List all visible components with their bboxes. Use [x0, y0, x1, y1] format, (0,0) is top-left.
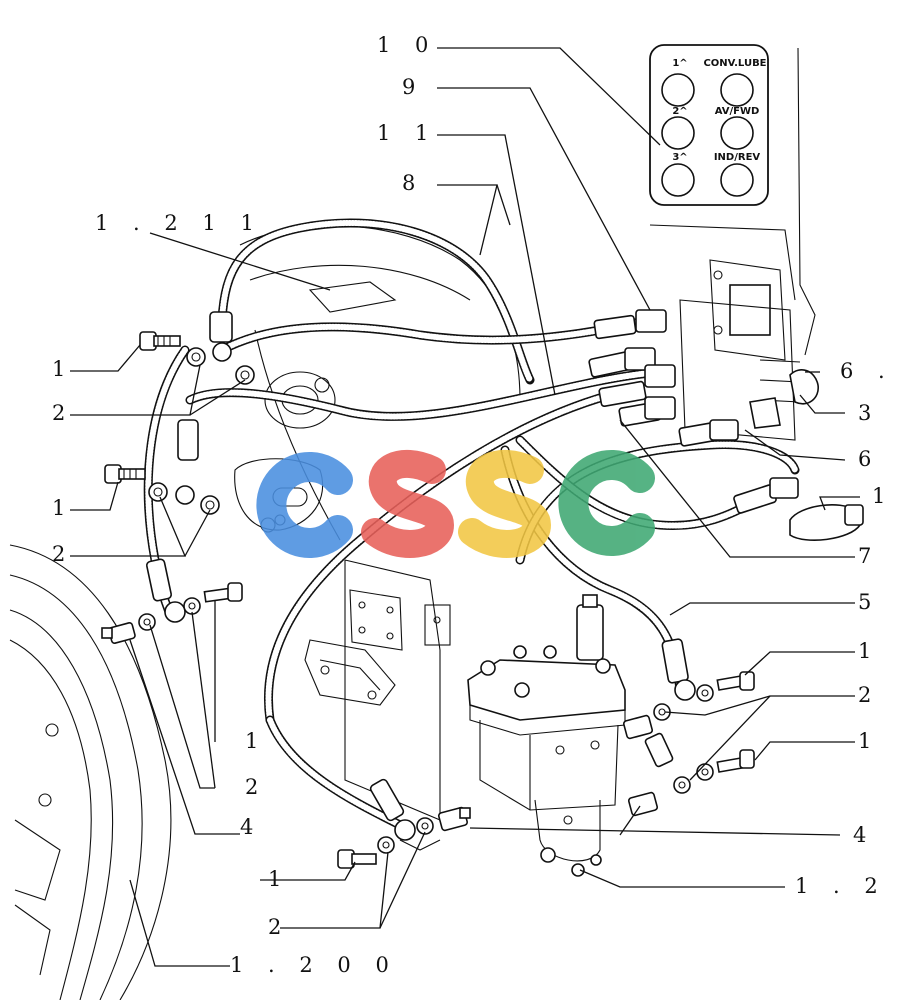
hose-clamp-1 [789, 504, 864, 541]
port-3-icon [661, 163, 695, 197]
port-label-conv-lube: CONV.LUBE [703, 58, 766, 69]
port-2-icon [661, 116, 695, 150]
washers-2 [138, 347, 714, 854]
hose-8 [217, 218, 535, 385]
bolt-1-c [203, 582, 243, 603]
port-panel: 1^ CONV.LUBE 2^ AV/FWD 3^ IND/REV [649, 44, 769, 206]
port-label-2: 2^ [672, 106, 687, 117]
callout-6-7: 6 . 7 [840, 359, 900, 383]
bolt-1-g [716, 749, 755, 773]
callout-9: 9 [402, 75, 424, 99]
port-label-1: 1^ [672, 58, 687, 69]
callout-10: 1 0 [377, 33, 437, 57]
flywheel-housing [9, 544, 172, 1000]
callout-11: 1 1 [377, 121, 437, 145]
callout-7: 7 [858, 544, 880, 568]
callout-1: 1 [872, 484, 894, 508]
callout-1: 1 [858, 729, 880, 753]
hose-fittings [145, 309, 799, 841]
callout-1: 1 [52, 357, 74, 381]
callout-1: 1 [245, 729, 267, 753]
leader-lines [70, 47, 860, 967]
port-label-3: 3^ [672, 152, 687, 163]
control-valve-block [467, 594, 626, 877]
bolt-1-f [716, 671, 755, 691]
callout-2: 2 [52, 542, 74, 566]
callout-8: 8 [402, 171, 424, 195]
callout-1-21: 1 . 2 1 [795, 874, 900, 898]
callout-4: 4 [853, 823, 875, 847]
bolt-1-b [104, 464, 146, 484]
callout-1: 1 [268, 867, 290, 891]
hose-10 [185, 367, 665, 421]
hose-7 [515, 440, 800, 565]
callout-2: 2 [268, 915, 290, 939]
bolt-1-d [337, 849, 377, 869]
adapters-4 [101, 622, 659, 832]
callout-numbers: 1 0 9 1 1 8 1 . 2 1 1 1 2 1 2 4 1 2 1 2 … [52, 33, 900, 977]
callout-3: 3 [858, 401, 880, 425]
callout-1: 1 [858, 639, 880, 663]
callout-5: 5 [858, 590, 880, 614]
mounting-bracket [649, 224, 819, 441]
port-1-icon [661, 73, 695, 107]
callout-6: 6 [858, 447, 880, 471]
port-rev-icon [720, 163, 754, 197]
frame-edge-line [797, 47, 816, 356]
callout-2: 2 [245, 775, 267, 799]
callout-1-211: 1 . 2 1 1 [95, 211, 263, 235]
hose-9 [217, 317, 645, 355]
bolt-1-a [139, 331, 181, 351]
callout-2: 2 [858, 683, 880, 707]
port-label-rev: IND/REV [714, 152, 761, 163]
cssc-watermark-logo [256, 449, 655, 558]
callout-1-200: 1 . 2 0 0 [230, 953, 398, 977]
callout-2: 2 [52, 401, 74, 425]
port-fwd-icon [720, 116, 754, 150]
port-conv-lube-icon [720, 73, 754, 107]
callout-4: 4 [240, 815, 262, 839]
port-label-fwd: AV/FWD [715, 106, 760, 117]
callout-1: 1 [52, 496, 74, 520]
transmission-housing [234, 225, 521, 851]
